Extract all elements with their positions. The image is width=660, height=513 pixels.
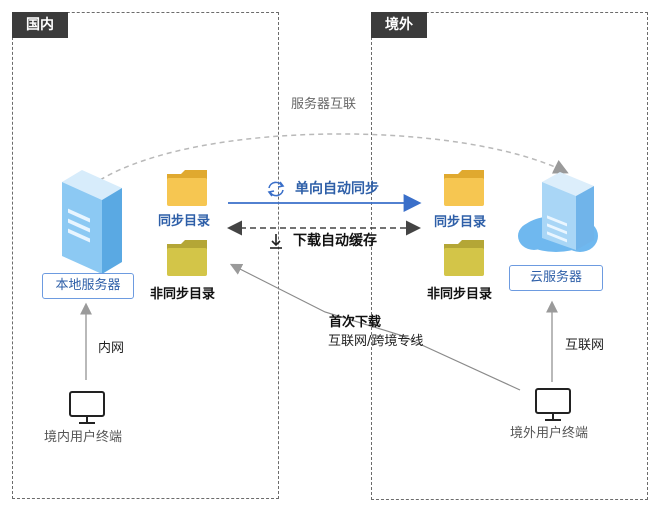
overseas-tag: 境外 (371, 12, 427, 38)
domestic-terminal-label: 境内用户终端 (44, 430, 123, 445)
sync-icon (267, 181, 285, 197)
local-server-icon (62, 170, 122, 274)
overseas-monitor-icon (535, 388, 571, 421)
overseas-terminal-label: 境外用户终端 (510, 426, 589, 441)
local-nonsync-dir-label: 非同步目录 (150, 287, 216, 302)
interconnect-arc (85, 133, 569, 193)
download-icon (270, 234, 282, 249)
cloud-server-label: 云服务器 (509, 265, 603, 291)
one-way-sync-label: 单向自动同步 (295, 181, 379, 197)
local-sync-folder-icon (167, 170, 207, 206)
server-interconnect-label: 服务器互联 (291, 97, 357, 112)
domestic-region (12, 12, 279, 499)
local-sync-dir-label: 同步目录 (158, 214, 211, 229)
intranet-label: 内网 (98, 341, 125, 356)
cloud-sync-dir-label: 同步目录 (434, 215, 487, 230)
download-cache-label: 下载自动缓存 (293, 233, 377, 249)
cloud-nonsync-dir-label: 非同步目录 (427, 287, 493, 302)
local-server-label: 本地服务器 (42, 273, 134, 299)
domestic-tag: 国内 (12, 12, 68, 38)
first-download-line (229, 263, 521, 391)
cloud-nonsync-folder-icon (444, 240, 484, 276)
cloud-server-icon (518, 172, 598, 252)
cloud-sync-folder-icon (444, 170, 484, 206)
domestic-monitor-icon (69, 391, 105, 424)
internet-label: 互联网 (565, 338, 605, 353)
first-download-path-label: 互联网/跨境专线 (328, 334, 424, 349)
overseas-region (371, 12, 648, 500)
first-download-label: 首次下载 (329, 315, 382, 330)
local-nonsync-folder-icon (167, 240, 207, 276)
